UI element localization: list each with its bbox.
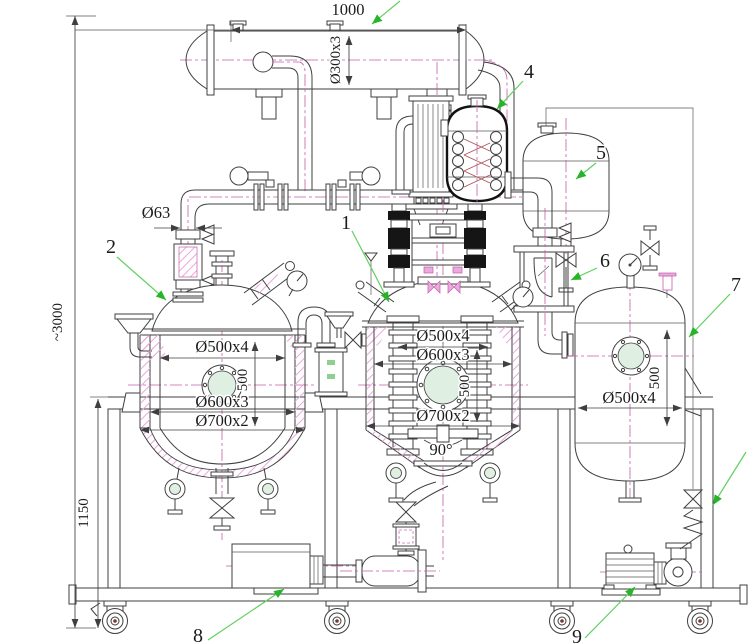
small-funnel xyxy=(326,315,352,329)
bottom-valve-flange xyxy=(164,467,186,515)
support-lug xyxy=(121,392,141,413)
inline-filter-housing xyxy=(340,549,440,593)
frame-leg xyxy=(324,408,338,589)
caster-wheel xyxy=(687,600,713,634)
valve-handwheel xyxy=(361,166,381,186)
dim-right-shell-dia: Ø500x4 xyxy=(602,388,655,407)
caster-wheel xyxy=(549,600,575,634)
callout-6-leader xyxy=(570,267,598,281)
dim-center-height: 500 xyxy=(457,375,473,398)
flex-hose xyxy=(679,509,704,550)
coil-condenser xyxy=(440,94,509,207)
frame-leg xyxy=(107,408,121,589)
dim-right-height: 500 xyxy=(647,367,663,390)
packed-column xyxy=(391,95,458,226)
dimensions: 1000 Ø300x3 Ø63 ~3000 1150 Ø500x4 500 Ø6… xyxy=(49,0,682,629)
bottom-valve-flange xyxy=(479,462,501,503)
buffer-vessel xyxy=(522,118,610,293)
callout-5: 5 xyxy=(596,142,606,164)
frame-leg xyxy=(700,408,714,589)
dished-head xyxy=(185,30,208,90)
left-reactor xyxy=(114,250,324,540)
pump-9 xyxy=(600,542,702,596)
callout-6: 6 xyxy=(600,250,610,272)
callout-1: 1 xyxy=(341,212,351,234)
agitator-drive xyxy=(355,203,534,313)
callout-4-leader xyxy=(496,80,524,110)
dim-center-jacket-dia: Ø600x3 xyxy=(416,345,469,364)
callout-7-leader xyxy=(688,293,731,338)
support-brace xyxy=(684,367,702,417)
dim-condenser-shell: Ø300x3 xyxy=(328,36,344,84)
callout-2-leader xyxy=(116,256,167,301)
dim-overall-height: ~3000 xyxy=(50,303,66,341)
butterfly-valve xyxy=(229,166,289,211)
sight-flow-indicator xyxy=(513,245,575,313)
callout-9: 9 xyxy=(572,626,582,644)
bottom-valve-flange xyxy=(257,467,279,515)
support-lug xyxy=(304,392,324,413)
dim-center-outer-dia: Ø700x2 xyxy=(416,406,469,425)
caster-wheel xyxy=(90,600,128,634)
pressure-gauge xyxy=(510,286,534,311)
valve-handwheel xyxy=(229,166,249,186)
callout-4: 4 xyxy=(524,61,534,83)
feed-funnel xyxy=(114,313,166,360)
bottom-head-insulation xyxy=(139,427,306,479)
pressure-gauge xyxy=(286,270,308,297)
dim-condenser-length: 1000 xyxy=(332,0,365,19)
dim-cone-angle: 90° xyxy=(429,440,452,459)
bottom-valve-flange xyxy=(385,462,407,503)
frame-leg xyxy=(557,408,571,589)
butterfly-valve xyxy=(325,166,381,211)
dim-vent-pipe: Ø63 xyxy=(142,203,170,222)
dim-center-inner-dia: Ø500x4 xyxy=(416,326,469,345)
dim-left-jacket-dia: Ø600x3 xyxy=(195,392,248,411)
flush-valve-actuator xyxy=(383,203,415,288)
callout-9-leader xyxy=(584,586,636,639)
vent-line xyxy=(545,107,704,550)
clamp xyxy=(175,229,201,240)
level-glass xyxy=(318,351,344,393)
eyebolt-icon xyxy=(623,544,633,554)
drain-line xyxy=(392,481,449,556)
flush-valve-actuator xyxy=(459,203,491,288)
callout-1-leader xyxy=(351,230,390,303)
dim-platform-height: 1150 xyxy=(76,498,92,527)
right-vessel xyxy=(566,253,702,503)
condensate-piping xyxy=(504,171,660,359)
callout-8: 8 xyxy=(193,625,203,644)
pump-motor xyxy=(231,543,311,589)
transfer-assembly xyxy=(292,306,367,397)
callout-7: 7 xyxy=(731,274,741,296)
callouts: 1 2 4 5 6 7 8 9 xyxy=(105,0,747,644)
dim-left-outer-dia: Ø700x2 xyxy=(195,411,248,430)
pressure-gauge xyxy=(618,253,642,277)
callout-leader xyxy=(371,0,401,25)
pump-8 xyxy=(226,543,364,595)
callout-7-leader xyxy=(712,451,747,506)
callout-8-leader xyxy=(207,588,285,641)
level-transmitter xyxy=(658,272,677,298)
callout-2: 2 xyxy=(106,236,116,258)
relief-valve xyxy=(640,225,660,271)
check-valve xyxy=(682,489,704,500)
frame xyxy=(68,396,748,634)
caster-wheel xyxy=(324,600,350,634)
dim-left-inner-dia: Ø500x4 xyxy=(195,337,248,356)
angled-sight-port xyxy=(243,261,295,306)
nozzle xyxy=(252,51,274,73)
callout-5-leader xyxy=(575,162,597,180)
center-reactor xyxy=(358,200,528,560)
clamp xyxy=(175,279,201,290)
caster-brake xyxy=(90,602,101,617)
dim-left-height: 500 xyxy=(235,369,251,392)
